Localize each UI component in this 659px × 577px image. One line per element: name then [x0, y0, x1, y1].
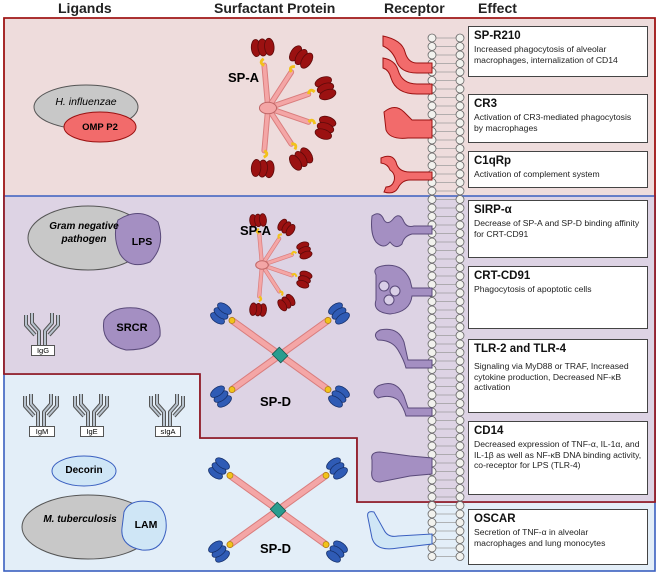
- effect-title: SIRP-α: [474, 204, 512, 216]
- receptor-crt-cd91-icon: [374, 264, 433, 315]
- gram-negative-label: Gram negative pathogen: [49, 221, 119, 245]
- receptor-cr3-icon: [383, 107, 433, 139]
- effect-description: Phagocytosis of apoptotic cells: [474, 284, 592, 294]
- effect-description: Activation of complement system: [474, 169, 600, 179]
- srcr-label: SRCR: [116, 322, 148, 334]
- sp-d-protein-middle: [210, 302, 350, 408]
- effect-title: TLR-2 and TLR-4: [474, 343, 566, 355]
- effect-title: CR3: [474, 98, 498, 110]
- effect-description: Increased phagocytosis of alveolar macro…: [474, 44, 618, 65]
- effect-title: CRT-CD91: [474, 270, 531, 282]
- effect-box-sirp-alpha: SIRP-α Decrease of SP-A and SP-D binding…: [468, 200, 648, 258]
- igg-label: IgG: [31, 345, 55, 356]
- receptor-c1qrp-icon: [380, 155, 433, 194]
- effect-description: Secretion of TNF-α in alveolar macrophag…: [474, 527, 606, 548]
- h-influenzae-label: H. influenzae: [55, 96, 117, 108]
- sp-a-label-top: SP-A: [228, 70, 260, 85]
- sp-a-region-outline: [3, 17, 656, 503]
- effect-box-cr3: CR3 Activation of CR3-mediated phagocyto…: [468, 94, 648, 143]
- receptor-oscar-icon: [367, 511, 433, 550]
- header-ligands: Ligands: [58, 0, 112, 16]
- sp-d-label-bottom: SP-D: [260, 541, 292, 556]
- omp-p2-label: OMP P2: [82, 122, 118, 133]
- effect-title: C1qRp: [474, 155, 512, 167]
- sp-d-label-middle: SP-D: [260, 394, 292, 409]
- receptor-sirp-alpha-icon: [371, 213, 433, 248]
- lps-shape: [114, 213, 162, 266]
- lam-shape: [121, 500, 167, 551]
- effect-description: Decreased expression of TNF-α, IL-1α, an…: [474, 439, 642, 471]
- sp-a-protein-top: [250, 37, 337, 179]
- effect-title: CD14: [474, 425, 504, 437]
- m-tuberculosis-label: M. tuberculosis: [43, 514, 117, 525]
- lps-label: LPS: [131, 236, 153, 248]
- effect-description: Signaling via MyD88 or TRAF, Increased c…: [474, 361, 629, 393]
- sp-a-protein-middle: [249, 213, 313, 317]
- srcr-shape: [102, 307, 161, 351]
- header-receptor: Receptor: [384, 0, 445, 16]
- effect-box-c1qrp: C1qRp Activation of complement system: [468, 151, 648, 188]
- header-surfactant-protein: Surfactant Protein: [214, 0, 336, 16]
- effect-box-crt-cd91: CRT-CD91 Phagocytosis of apoptotic cells: [468, 266, 648, 329]
- receptor-tlr-2-4-icon: [373, 328, 433, 417]
- effect-title: OSCAR: [474, 513, 516, 525]
- igm-label: IgM: [29, 426, 55, 437]
- igg-antibody-icon: [24, 313, 60, 345]
- siga-antibody-icon: [149, 394, 185, 426]
- effect-box-cd14: CD14 Decreased expression of TNF-α, IL-1…: [468, 421, 648, 495]
- sp-d-protein-bottom: [208, 457, 348, 563]
- decorin-shape: [51, 455, 117, 487]
- effect-description: Activation of CR3-mediated phagocytosis …: [474, 112, 632, 133]
- omp-p2-shape: [63, 111, 137, 143]
- ige-label: IgE: [80, 426, 104, 437]
- receptor-sp-r210-icon: [382, 35, 433, 95]
- effect-box-sp-r210: SP-R210 Increased phagocytosis of alveol…: [468, 26, 648, 77]
- effect-description: Decrease of SP-A and SP-D binding affini…: [474, 218, 640, 239]
- effect-box-oscar: OSCAR Secretion of TNF-α in alveolar mac…: [468, 509, 648, 565]
- decorin-label: Decorin: [65, 465, 103, 476]
- ige-antibody-icon: [73, 394, 109, 426]
- siga-label: sIgA: [155, 426, 181, 437]
- receptor-cd14-icon: [371, 451, 433, 483]
- igm-antibody-icon: [23, 394, 59, 426]
- header-effect: Effect: [478, 0, 517, 16]
- lam-label: LAM: [134, 519, 158, 531]
- effect-title: SP-R210: [474, 30, 521, 42]
- effect-box-tlr-2-4: TLR-2 and TLR-4 Signaling via MyD88 or T…: [468, 339, 648, 413]
- sp-a-label-middle: SP-A: [240, 223, 272, 238]
